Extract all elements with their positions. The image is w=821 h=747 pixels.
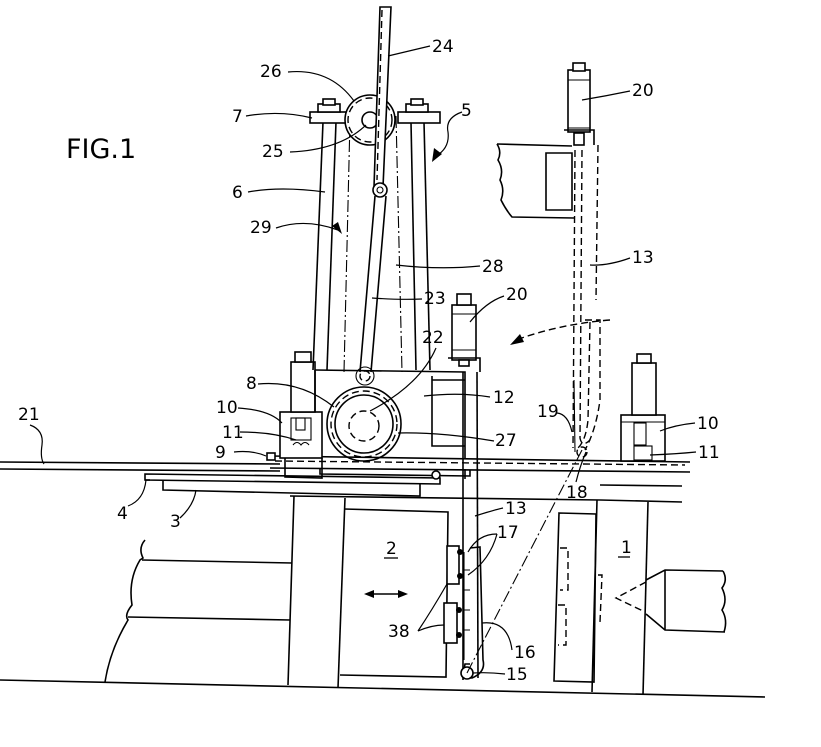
machine-column-1 [553, 484, 683, 696]
gripper-table [266, 452, 691, 480]
label-10-left: 10 [216, 398, 238, 418]
label-21: 21 [18, 405, 40, 425]
double-arrow-icon [364, 590, 408, 598]
machine-head-broken [496, 143, 575, 219]
label-9: 9 [215, 443, 226, 463]
label-1: 1 [621, 538, 632, 558]
label-27: 27 [495, 431, 517, 451]
swing-path [466, 449, 583, 674]
frame-5-columns [312, 115, 431, 373]
label-24: 24 [432, 37, 454, 57]
top-plate-7 [309, 98, 441, 124]
label-13-upper: 13 [632, 248, 654, 268]
label-7: 7 [232, 107, 243, 127]
label-19: 19 [537, 402, 559, 422]
arm-13-lowered [448, 293, 481, 680]
label-4: 4 [117, 504, 128, 524]
label-12: 12 [493, 388, 515, 408]
label-8: 8 [246, 374, 257, 394]
tool-spindle [614, 569, 727, 633]
label-22: 22 [422, 328, 444, 348]
swing-arrow [510, 319, 611, 345]
label-29: 29 [250, 218, 272, 238]
label-13-lower: 13 [505, 499, 527, 519]
link-rod-23 [359, 195, 387, 373]
belt-24 [372, 6, 392, 198]
finger-16 [460, 546, 485, 680]
label-25: 25 [262, 142, 284, 162]
label-17: 17 [497, 523, 519, 543]
left-clamp-10 [279, 351, 323, 479]
guide-rail-4 [144, 473, 441, 485]
label-3: 3 [170, 512, 181, 532]
right-clamp-10 [620, 353, 666, 462]
label-18: 18 [566, 483, 588, 503]
label-5: 5 [461, 101, 472, 121]
label-2: 2 [386, 539, 397, 559]
label-23: 23 [424, 289, 446, 309]
label-26: 26 [260, 62, 282, 82]
mounts-38 [443, 545, 463, 644]
drive-wheel-8 [326, 366, 402, 462]
carriage-2 [289, 495, 601, 678]
arm-13-raised [564, 62, 601, 458]
left-machine-body [104, 495, 346, 689]
label-6: 6 [232, 183, 243, 203]
label-11-right: 11 [698, 443, 720, 463]
label-15: 15 [506, 665, 528, 685]
floor-line [0, 679, 766, 698]
support-3 [162, 481, 421, 497]
label-20-lower: 20 [506, 285, 528, 305]
conveyor-rail-21 [0, 461, 281, 472]
label-38: 38 [388, 622, 410, 642]
label-10-right: 10 [697, 414, 719, 434]
label-28: 28 [482, 257, 504, 277]
label-16: 16 [514, 643, 536, 663]
label-20-upper: 20 [632, 81, 654, 101]
label-11-left: 11 [222, 423, 244, 443]
figure-title: FIG.1 [66, 134, 136, 165]
